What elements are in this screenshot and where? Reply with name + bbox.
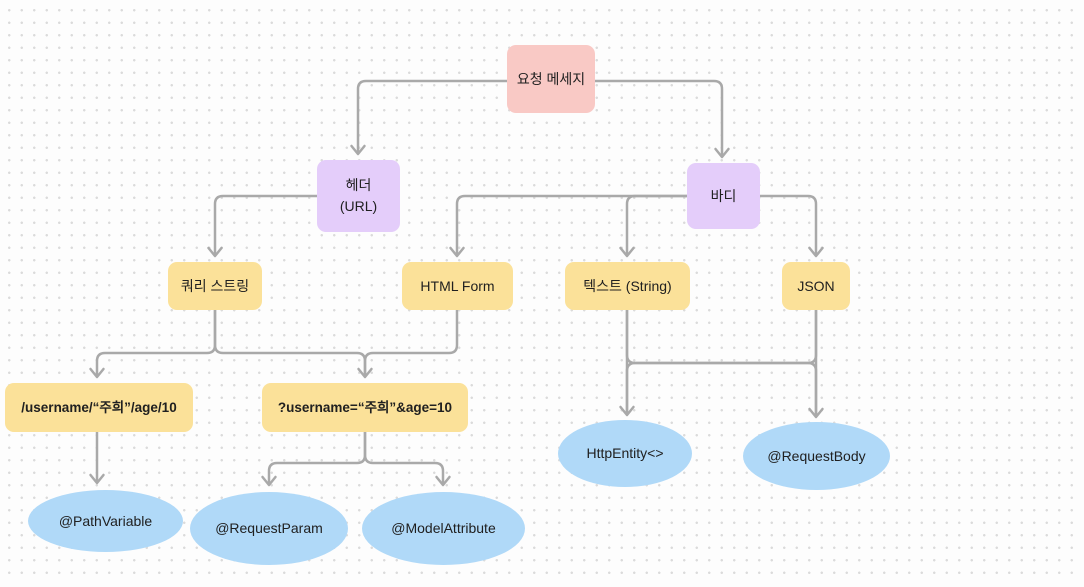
node-request-param-annotation[interactable]: @RequestParam	[190, 492, 348, 565]
node-path-variable-annotation[interactable]: @PathVariable	[28, 490, 183, 552]
edge-header-to-querystring	[213, 194, 319, 257]
arrowhead-icon	[89, 473, 105, 485]
node-request-message-label: 요청 메세지	[516, 70, 586, 87]
node-path-variable-label: @PathVariable	[58, 512, 153, 529]
arrowhead-icon	[350, 144, 366, 156]
node-query-url-example[interactable]: ?username=“주희”&age=10	[262, 383, 468, 432]
edge-body-to-json	[758, 194, 818, 257]
edge-querystring-to-pathexample	[95, 308, 217, 378]
node-json[interactable]: JSON	[782, 262, 850, 310]
node-request-message[interactable]: 요청 메세지	[507, 45, 595, 113]
edge-querystring-to-queryexample	[213, 308, 367, 378]
arrowhead-icon	[435, 475, 451, 487]
node-html-form[interactable]: HTML Form	[402, 262, 513, 310]
edge-queryexample-to-requestparam	[267, 430, 367, 486]
arrowhead-icon	[808, 246, 824, 258]
edge-request-to-header	[356, 79, 509, 155]
node-body-label: 바디	[710, 187, 737, 204]
arrowhead-icon	[261, 475, 277, 487]
edge-queryexample-to-modelattribute	[363, 430, 445, 486]
node-path-url-example-label: /username/“주희”/age/10	[21, 400, 177, 415]
node-text-string-label: 텍스트 (String)	[583, 277, 672, 294]
node-http-entity-label: HttpEntity<>	[586, 445, 664, 461]
arrowhead-icon	[89, 367, 105, 379]
node-query-string[interactable]: 쿼리 스트링	[168, 262, 262, 310]
node-request-body-label: @RequestBody	[767, 447, 866, 464]
arrowhead-icon	[207, 246, 223, 258]
node-text-string[interactable]: 텍스트 (String)	[565, 262, 690, 310]
node-request-param-label: @RequestParam	[215, 520, 323, 536]
node-query-url-example-label: ?username=“주희”&age=10	[277, 400, 453, 415]
arrowhead-icon	[714, 147, 730, 159]
node-header-label-line1: 헤더	[345, 177, 372, 193]
node-model-attribute-label: @ModelAttribute	[391, 520, 496, 536]
node-model-attribute-annotation[interactable]: @ModelAttribute	[362, 492, 525, 565]
edge-json-to-httpentity	[625, 308, 818, 416]
node-request-body-annotation[interactable]: @RequestBody	[743, 422, 890, 490]
node-http-entity-annotation[interactable]: HttpEntity<>	[558, 420, 692, 487]
edge-body-to-textstring	[625, 194, 689, 257]
node-path-url-example[interactable]: /username/“주희”/age/10	[5, 383, 193, 432]
node-header-label-line2: (URL)	[339, 198, 378, 214]
node-html-form-label: HTML Form	[420, 277, 495, 294]
arrowhead-icon	[619, 246, 635, 258]
node-json-label: JSON	[797, 277, 835, 294]
node-body[interactable]: 바디	[687, 163, 760, 229]
node-query-string-label: 쿼리 스트링	[180, 277, 250, 294]
edge-request-to-body	[593, 79, 724, 158]
edge-body-to-htmlform	[455, 194, 689, 257]
edge-htmlform-to-queryexample	[363, 308, 459, 378]
node-header-url[interactable]: 헤더 (URL)	[317, 160, 400, 232]
arrowhead-icon	[449, 246, 465, 258]
